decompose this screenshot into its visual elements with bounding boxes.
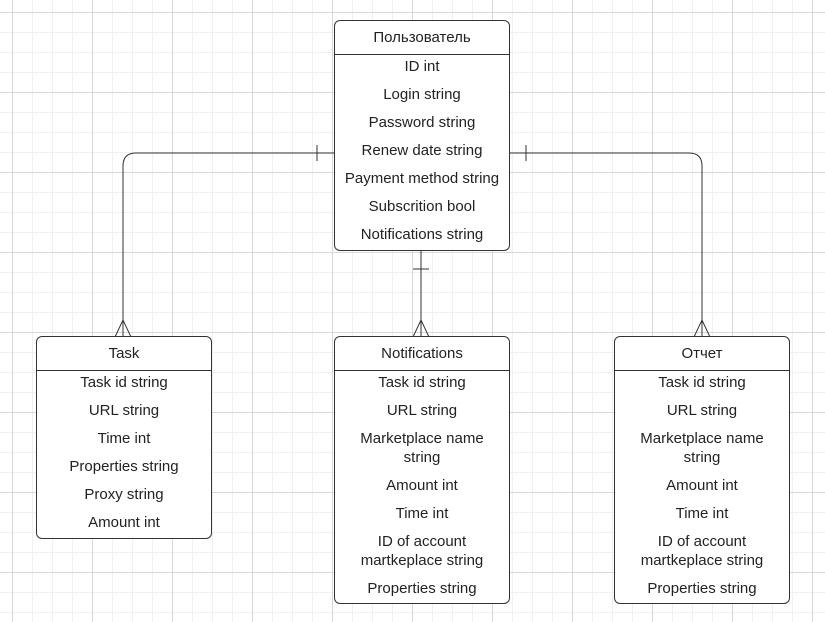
entity-user-title: Пользователь <box>335 21 509 55</box>
entity-task[interactable]: Task Task id string URL string Time int … <box>36 336 212 539</box>
field: Password string <box>368 114 476 131</box>
entity-user[interactable]: Пользователь ID int Login string Passwor… <box>334 20 510 251</box>
field: Proxy string <box>84 486 164 503</box>
field: ID of account martkeplace string <box>360 533 484 569</box>
field: Subscrition bool <box>368 198 476 215</box>
field: Marketplace name string <box>640 430 764 466</box>
field: Properties string <box>647 580 757 597</box>
field: Renew date string <box>361 142 483 159</box>
field: URL string <box>88 402 160 419</box>
connector-user-report-many-mark <box>693 318 711 338</box>
entity-user-fields: ID int Login string Password string Rene… <box>335 55 509 244</box>
field: ID int <box>404 58 440 75</box>
field: Amount int <box>386 477 458 494</box>
field: Amount int <box>666 477 738 494</box>
field: Time int <box>675 505 729 522</box>
field: ID of account martkeplace string <box>640 533 764 569</box>
field: Task id string <box>378 374 466 391</box>
field: Notifications string <box>360 226 484 243</box>
field: Marketplace name string <box>360 430 484 466</box>
field: Payment method string <box>344 170 500 187</box>
entity-notifications-title: Notifications <box>335 337 509 371</box>
connector-user-task-many-mark <box>114 318 132 338</box>
entity-task-fields: Task id string URL string Time int Prope… <box>37 371 211 532</box>
entity-report-title: Отчет <box>615 337 789 371</box>
entity-notifications[interactable]: Notifications Task id string URL string … <box>334 336 510 604</box>
field: Login string <box>383 86 461 103</box>
field: Task id string <box>658 374 746 391</box>
entity-task-title: Task <box>37 337 211 371</box>
field: Properties string <box>367 580 477 597</box>
connector-user-report[interactable] <box>509 152 703 337</box>
entity-notifications-fields: Task id string URL string Marketplace na… <box>335 371 509 598</box>
field: Time int <box>97 430 151 447</box>
field: Amount int <box>88 514 160 531</box>
entity-report-fields: Task id string URL string Marketplace na… <box>615 371 789 598</box>
field: Time int <box>395 505 449 522</box>
field: Properties string <box>69 458 179 475</box>
connector-user-task[interactable] <box>122 152 334 337</box>
field: URL string <box>666 402 738 419</box>
connector-user-notifications-many-mark <box>412 318 430 338</box>
field: URL string <box>386 402 458 419</box>
field: Task id string <box>80 374 168 391</box>
entity-report[interactable]: Отчет Task id string URL string Marketpl… <box>614 336 790 604</box>
